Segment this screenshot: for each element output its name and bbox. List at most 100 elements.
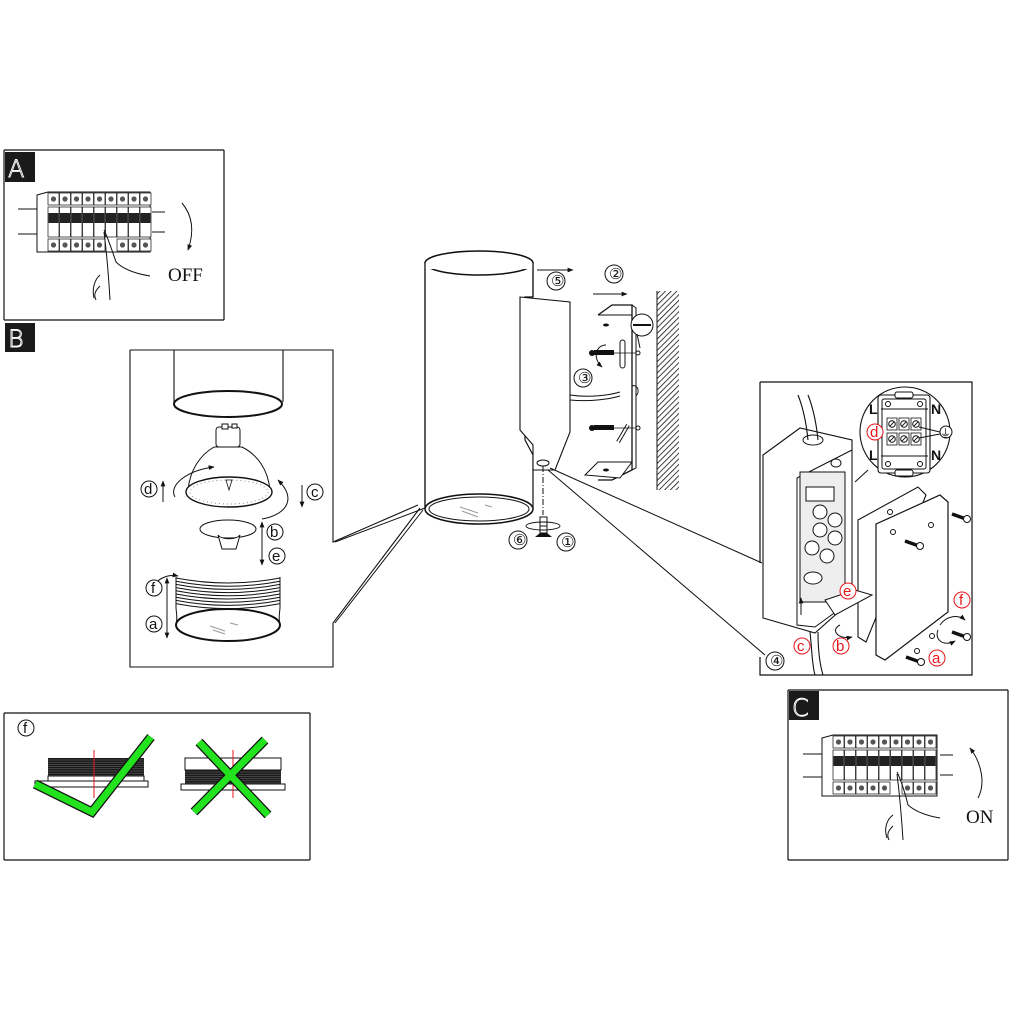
svg-text:c: c — [797, 638, 805, 655]
breaker-toggle — [48, 213, 59, 223]
on-label: ON — [966, 807, 994, 828]
wire-connector-icon — [804, 540, 820, 556]
panel-c-switch-on: C ON — [787, 689, 1009, 861]
step-b-c-label: c — [306, 483, 324, 501]
rotate-arrow-f-icon — [939, 614, 966, 626]
jb-step-f-label: f — [953, 591, 971, 609]
lid-screw-icon — [887, 509, 971, 666]
terminal-screw — [858, 785, 865, 791]
panel-f-ring-alignment: f — [3, 712, 311, 861]
rotate-arrow-c-icon — [261, 479, 289, 520]
svg-text:f: f — [23, 720, 28, 737]
svg-text:③: ③ — [578, 369, 591, 387]
terminal-screw — [881, 739, 888, 745]
breaker-toggle — [106, 213, 116, 223]
terminal-screw — [893, 739, 899, 745]
terminal-screw — [927, 739, 934, 745]
terminal-screw — [142, 196, 149, 202]
screw-slot — [901, 421, 907, 427]
step-3-label: ③ — [573, 368, 593, 388]
screw-slot — [889, 436, 895, 442]
wire-connector-icon — [819, 548, 835, 564]
breaker-toggle — [914, 756, 924, 766]
terminal-screw — [916, 785, 922, 791]
step-2-label: ② — [604, 264, 624, 284]
terminal-screw — [858, 739, 865, 745]
threaded-ring-icon — [175, 577, 281, 642]
screw-head — [963, 515, 971, 523]
cross-mark-icon — [190, 736, 272, 819]
step-b-f-label: f — [145, 579, 163, 597]
svg-text:e: e — [272, 548, 280, 565]
breaker-toggle — [83, 213, 93, 223]
svg-text:①: ① — [561, 533, 574, 551]
panel-c-badge: C — [789, 691, 819, 722]
step-b-a-label: a — [145, 615, 163, 633]
rotate-arrow-3-icon — [595, 344, 607, 368]
terminal-screw — [50, 242, 57, 248]
svg-text:f: f — [959, 592, 964, 609]
terminal-block-icon — [805, 486, 835, 502]
cable-icon — [569, 391, 621, 402]
terminal-screw — [85, 196, 91, 202]
panel-a-switch-off: A OFF — [3, 149, 225, 321]
terminal-screw — [881, 785, 888, 791]
terminal-screw — [96, 196, 103, 202]
breaker-toggle — [129, 213, 139, 223]
wall-hatch — [657, 291, 679, 490]
screw-slot — [901, 436, 907, 442]
wire-connector-icon — [812, 504, 828, 520]
jb-step-a-label: a — [928, 649, 946, 667]
rotate-arrow-a-icon — [936, 629, 956, 646]
callout-line — [547, 467, 766, 656]
terminal-screw — [96, 242, 103, 248]
panel-b-letter: B — [8, 325, 24, 353]
hand-icon — [92, 229, 151, 301]
thread-line — [175, 577, 281, 584]
svg-text:a: a — [149, 616, 158, 633]
svg-text:⑤: ⑤ — [551, 272, 564, 290]
gu10-bulb-icon — [185, 423, 273, 508]
terminal-screw — [85, 242, 91, 248]
terminal-screw — [835, 739, 842, 745]
breaker-toggle — [60, 213, 70, 223]
breaker-toggle — [925, 756, 936, 766]
svg-text:f: f — [151, 580, 156, 597]
terminal-screw — [870, 785, 876, 791]
terminal-screw — [916, 739, 922, 745]
svg-text:b: b — [836, 638, 844, 655]
screw-slot — [889, 421, 895, 427]
breaker-toggle — [71, 213, 82, 223]
terminal-screw — [142, 242, 149, 248]
breaker-strip-icon — [18, 191, 165, 253]
junction-box-panel: L N L N ⏚ d e f c b a — [759, 381, 973, 676]
breaker-toggle — [845, 756, 855, 766]
svg-text:④: ④ — [770, 652, 783, 670]
wall-screw-icon — [589, 350, 641, 431]
screw-slot — [913, 421, 919, 427]
wall-plug-detail-icon — [630, 313, 654, 349]
terminal-screw — [50, 196, 57, 202]
jb-step-c-label: c — [793, 637, 811, 655]
terminal-screw — [119, 196, 126, 202]
housing-tube — [173, 350, 284, 418]
lid-hole — [890, 529, 896, 535]
terminal-screw — [870, 739, 876, 745]
breaker-toggle — [117, 213, 128, 223]
terminal-screw — [131, 242, 137, 248]
lid-hole — [929, 633, 935, 639]
thread-line — [175, 587, 281, 594]
thread-line — [175, 593, 281, 600]
panel-b-bulb-replacement: d c b e f a — [129, 349, 421, 668]
cable-icon — [809, 631, 824, 676]
thread-line — [175, 583, 281, 590]
step-b-b-label: b — [266, 523, 284, 541]
terminal-block-detail: L N L N ⏚ — [854, 386, 953, 483]
breaker-toggle — [856, 756, 867, 766]
rotate-down-arrow-icon — [181, 202, 193, 251]
screw-head — [917, 658, 925, 666]
junction-box-body — [762, 427, 853, 634]
terminal-screw — [108, 196, 114, 202]
breaker-toggle — [868, 756, 878, 766]
step-b-e-label: e — [268, 547, 286, 565]
